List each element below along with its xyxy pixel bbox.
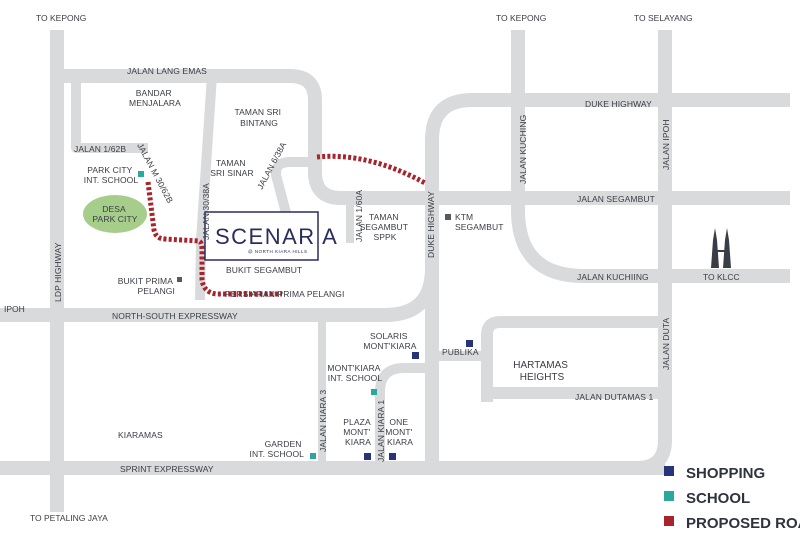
map-legend: SHOPPING SCHOOL PROPOSED ROAD <box>664 465 800 532</box>
logo-name: SCENAR A <box>215 224 338 249</box>
proposed-road-path <box>145 153 427 297</box>
one-montkiara-label: ONE MONT' KIARA <box>385 417 415 447</box>
publika-label: PUBLIKA <box>442 347 479 357</box>
jalan-dutamas-1-label: JALAN DUTAMAS 1 <box>575 392 654 402</box>
ktm-segambut-marker <box>445 214 451 220</box>
taman-sri-sinar-label: TAMAN SRI SINAR <box>210 158 253 178</box>
taman-segambut-label: TAMAN SEGAMBUT SPPK <box>360 212 411 242</box>
to-kepong-right-label: TO KEPONG <box>496 13 546 23</box>
proposed-road-swatch <box>664 516 674 526</box>
bandar-menjalara-label: BANDAR MENJALARA <box>129 88 181 108</box>
jalan-30-38a-label: JALAN 30/38A <box>201 183 211 240</box>
kiaramas-label: KIARAMAS <box>118 430 163 440</box>
duke-highway-horizontal-label: DUKE HIGHWAY <box>585 99 652 109</box>
desa-park-city-park <box>83 195 147 233</box>
shopping-swatch <box>664 466 674 476</box>
jalan-lang-emas-label: JALAN LANG EMAS <box>127 66 207 76</box>
school-swatch <box>664 491 674 501</box>
jalan-duta-label: JALAN DUTA <box>661 317 671 370</box>
legend-school-label: SCHOOL <box>686 490 750 507</box>
jalan-kuching-vertical-label: JALAN KUCHING <box>518 115 528 184</box>
jalan-ipoh-label: JALAN IPOH <box>661 119 671 170</box>
jalan-kuching-road <box>511 30 790 283</box>
north-south-expressway-label: NORTH-SOUTH EXPRESSWAY <box>112 311 238 321</box>
logo-tagline: @ NORTH KIARA HILLS <box>248 249 308 254</box>
jalan-1-62b-label: JALAN 1/62B <box>74 144 126 154</box>
one-montkiara-shopping-marker <box>389 453 396 460</box>
road-network <box>0 30 790 512</box>
to-petaling-jaya-label: TO PETALING JAYA <box>30 513 108 523</box>
duke-highway-vertical-label: DUKE HIGHWAY <box>426 191 436 258</box>
jalan-duta-road <box>636 276 672 475</box>
poi-markers <box>138 171 473 460</box>
jalan-1-60a-label: JALAN 1/60A <box>354 190 364 242</box>
bukit-segambut-label: BUKIT SEGAMBUT <box>226 265 302 275</box>
jalan-kiara-1-road <box>375 363 432 468</box>
plaza-montkiara-shopping-marker <box>364 453 371 460</box>
solaris-shopping-marker <box>412 352 419 359</box>
legend-item-proposed-road: PROPOSED ROAD <box>664 515 800 532</box>
park-city-school-marker <box>138 171 144 177</box>
scenaria-logo: SCENAR A @ NORTH KIARA HILLS <box>204 211 338 261</box>
solaris-label: SOLARIS MONT'KIARA <box>363 331 416 351</box>
park-city-school-label: PARK CITY INT. SCHOOL <box>84 165 139 185</box>
jalan-1-62b-road <box>71 76 148 153</box>
jalan-segambut-label: JALAN SEGAMBUT <box>577 194 655 204</box>
publika-shopping-marker <box>466 340 473 347</box>
jalan-lang-emas-road <box>57 69 790 205</box>
direction-labels: TO KEPONG TO KEPONG TO SELAYANG TO KLCC … <box>4 13 740 523</box>
ipoh-label: IPOH <box>4 304 25 314</box>
to-kepong-left-label: TO KEPONG <box>36 13 86 23</box>
logo-frame <box>204 211 319 261</box>
legend-item-school: SCHOOL <box>664 490 750 507</box>
legend-item-shopping: SHOPPING <box>664 465 765 482</box>
ktm-segambut-label: KTM SEGAMBUT <box>455 212 504 232</box>
jalan-kuching-horizontal-label: JALAN KUCHIING <box>577 272 649 282</box>
jalan-kiara-3-label: JALAN KIARA 3 <box>318 390 328 452</box>
to-klcc-label: TO KLCC <box>703 272 740 282</box>
garden-school-label: GARDEN INT. SCHOOL <box>250 439 305 459</box>
desa-park-city-label: DESA PARK CITY <box>92 204 137 224</box>
bukit-prima-pelangi-marker <box>177 277 182 282</box>
plaza-montkiara-label: PLAZA MONT' KIARA <box>343 417 373 447</box>
legend-shopping-label: SHOPPING <box>686 465 765 482</box>
garden-school-marker <box>310 453 316 459</box>
to-selayang-label: TO SELAYANG <box>634 13 693 23</box>
sprint-expressway-label: SPRINT EXPRESSWAY <box>120 464 214 474</box>
place-labels: BANDAR MENJALARA TAMAN SRI BINTANG TAMAN… <box>84 88 570 459</box>
taman-sri-bintang-label: TAMAN SRI BINTANG <box>234 107 283 128</box>
hartamas-heights-label: HARTAMAS HEIGHTS <box>513 360 570 383</box>
klcc-towers-icon <box>711 228 731 268</box>
ldp-highway-label: LDP HIGHWAY <box>53 242 63 302</box>
jalan-6-38a-road <box>270 157 315 230</box>
montkiara-school-marker <box>371 389 377 395</box>
persiaran-prima-pelangi-label: PERSIARAN PRIMA PELANGI <box>225 289 344 299</box>
jalan-kiara-1-label: JALAN KIARA 1 <box>376 400 386 462</box>
montkiara-school-label: MONT'KIARA INT. SCHOOL <box>327 363 382 383</box>
bukit-prima-pelangi-label: BUKIT PRIMA PELANGI <box>118 276 175 296</box>
hartamas-loop-road <box>481 316 665 402</box>
legend-proposed-road-label: PROPOSED ROAD <box>686 515 800 532</box>
